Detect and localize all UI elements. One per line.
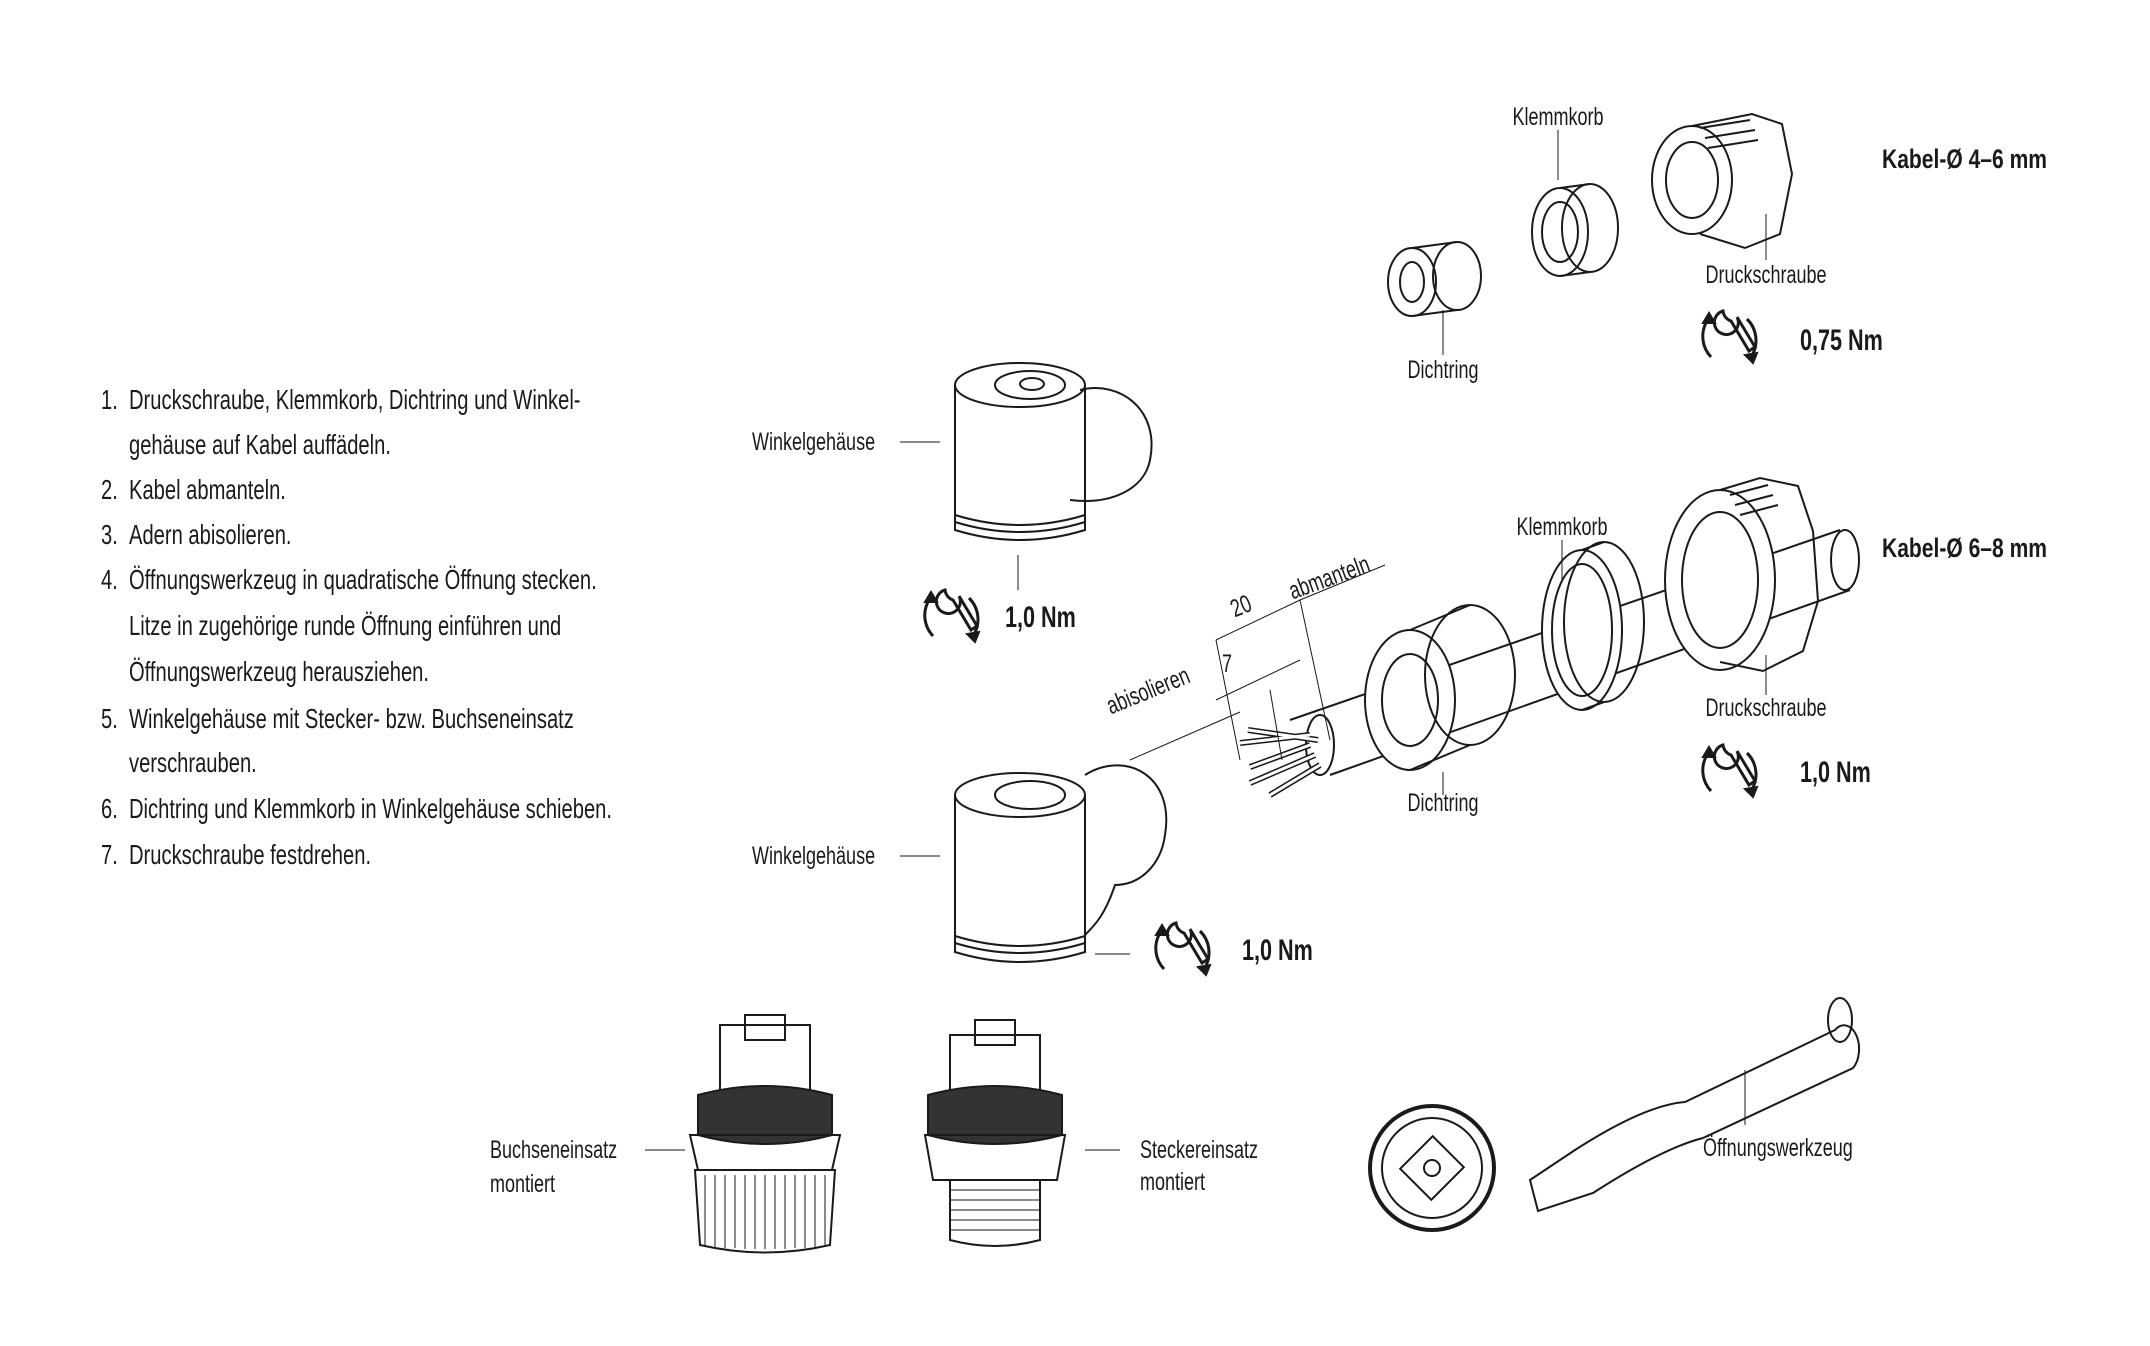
housing-2-label: Winkelgehäuse bbox=[752, 842, 876, 870]
instruction-5-num: 5. bbox=[101, 703, 118, 734]
top-dichtring-drawing bbox=[1387, 241, 1482, 355]
buchseneinsatz-label-line-2: montiert bbox=[490, 1170, 556, 1198]
top-cable-diameter-title: Kabel-Ø 4–6 mm bbox=[1882, 144, 2048, 174]
mid-klemmkorb-label: Klemmkorb bbox=[1516, 513, 1608, 541]
instruction-7-line-1: Druckschraube festdrehen. bbox=[129, 839, 372, 870]
instruction-6-num: 6. bbox=[101, 793, 118, 824]
instruction-4-line-2: Litze in zugehörige runde Öffnung einfüh… bbox=[129, 610, 562, 641]
instruction-7-num: 7. bbox=[101, 839, 118, 870]
top-dichtring-label: Dichtring bbox=[1407, 356, 1479, 384]
top-klemmkorb-label: Klemmkorb bbox=[1512, 103, 1604, 131]
insert-face-drawing bbox=[1368, 1104, 1496, 1232]
top-klemmkorb-drawing bbox=[1531, 130, 1619, 277]
instruction-1-num: 1. bbox=[101, 384, 118, 415]
instruction-4-num: 4. bbox=[101, 564, 118, 595]
mid-klemmkorb-drawing bbox=[1541, 540, 1645, 711]
instruction-6-line-1: Dichtring und Klemmkorb in Winkelgehäuse… bbox=[129, 793, 612, 824]
housing-1-drawing bbox=[900, 362, 1153, 590]
housing-2-torque-value: 1,0 Nm bbox=[1242, 934, 1313, 967]
torque-wrench-icon-housing-2 bbox=[1154, 921, 1212, 977]
top-druckschraube-drawing bbox=[1651, 112, 1794, 260]
instruction-1-line-2: gehäuse auf Kabel auffädeln. bbox=[129, 429, 391, 460]
top-torque-value: 0,75 Nm bbox=[1800, 324, 1883, 357]
steckereinsatz-label-line-2: montiert bbox=[1140, 1168, 1206, 1196]
instruction-1-line-1: Druckschraube, Klemmkorb, Dichtring und … bbox=[129, 384, 581, 415]
instruction-2-line-1: Kabel abmanteln. bbox=[129, 474, 286, 505]
opening-tool-label: Öffnungswerkzeug bbox=[1703, 1134, 1853, 1162]
instruction-5-line-2: verschrauben. bbox=[129, 747, 257, 778]
top-druckschraube-label: Druckschraube bbox=[1705, 261, 1827, 289]
mid-torque-value: 1,0 Nm bbox=[1800, 756, 1871, 789]
instruction-5-line-1: Winkelgehäuse mit Stecker- bzw. Buchsene… bbox=[129, 703, 574, 734]
mid-druckschraube-label: Druckschraube bbox=[1705, 694, 1827, 722]
mid-dichtring-label: Dichtring bbox=[1407, 789, 1479, 817]
buchseneinsatz-label-line-1: Buchseneinsatz bbox=[490, 1136, 618, 1164]
housing-1-torque-value: 1,0 Nm bbox=[1005, 601, 1076, 634]
mid-dichtring-drawing bbox=[1364, 604, 1516, 795]
steckereinsatz-label-line-1: Steckereinsatz bbox=[1140, 1136, 1259, 1164]
instruction-3-line-1: Adern abisolieren. bbox=[129, 519, 292, 550]
instruction-4-line-3: Öffnungswerkzeug herausziehen. bbox=[129, 656, 429, 687]
mid-druckschraube-drawing bbox=[1664, 476, 1820, 695]
torque-wrench-icon-housing-1 bbox=[923, 588, 981, 644]
dimension-7: 7 bbox=[1222, 650, 1233, 678]
steckereinsatz-drawing bbox=[923, 1019, 1120, 1247]
torque-wrench-icon-top bbox=[1701, 309, 1759, 365]
instruction-2-num: 2. bbox=[101, 474, 118, 505]
housing-1-label: Winkelgehäuse bbox=[752, 428, 876, 456]
torque-wrench-icon-mid bbox=[1701, 743, 1759, 799]
opening-tool-drawing bbox=[1528, 997, 1861, 1213]
buchseneinsatz-drawing bbox=[645, 1014, 842, 1254]
housing-2-drawing bbox=[900, 764, 1168, 963]
mid-cable-diameter-title: Kabel-Ø 6–8 mm bbox=[1882, 533, 2048, 563]
instruction-3-num: 3. bbox=[101, 519, 118, 550]
instruction-4-line-1: Öffnungswerkzeug in quadratische Öffnung… bbox=[129, 564, 597, 595]
